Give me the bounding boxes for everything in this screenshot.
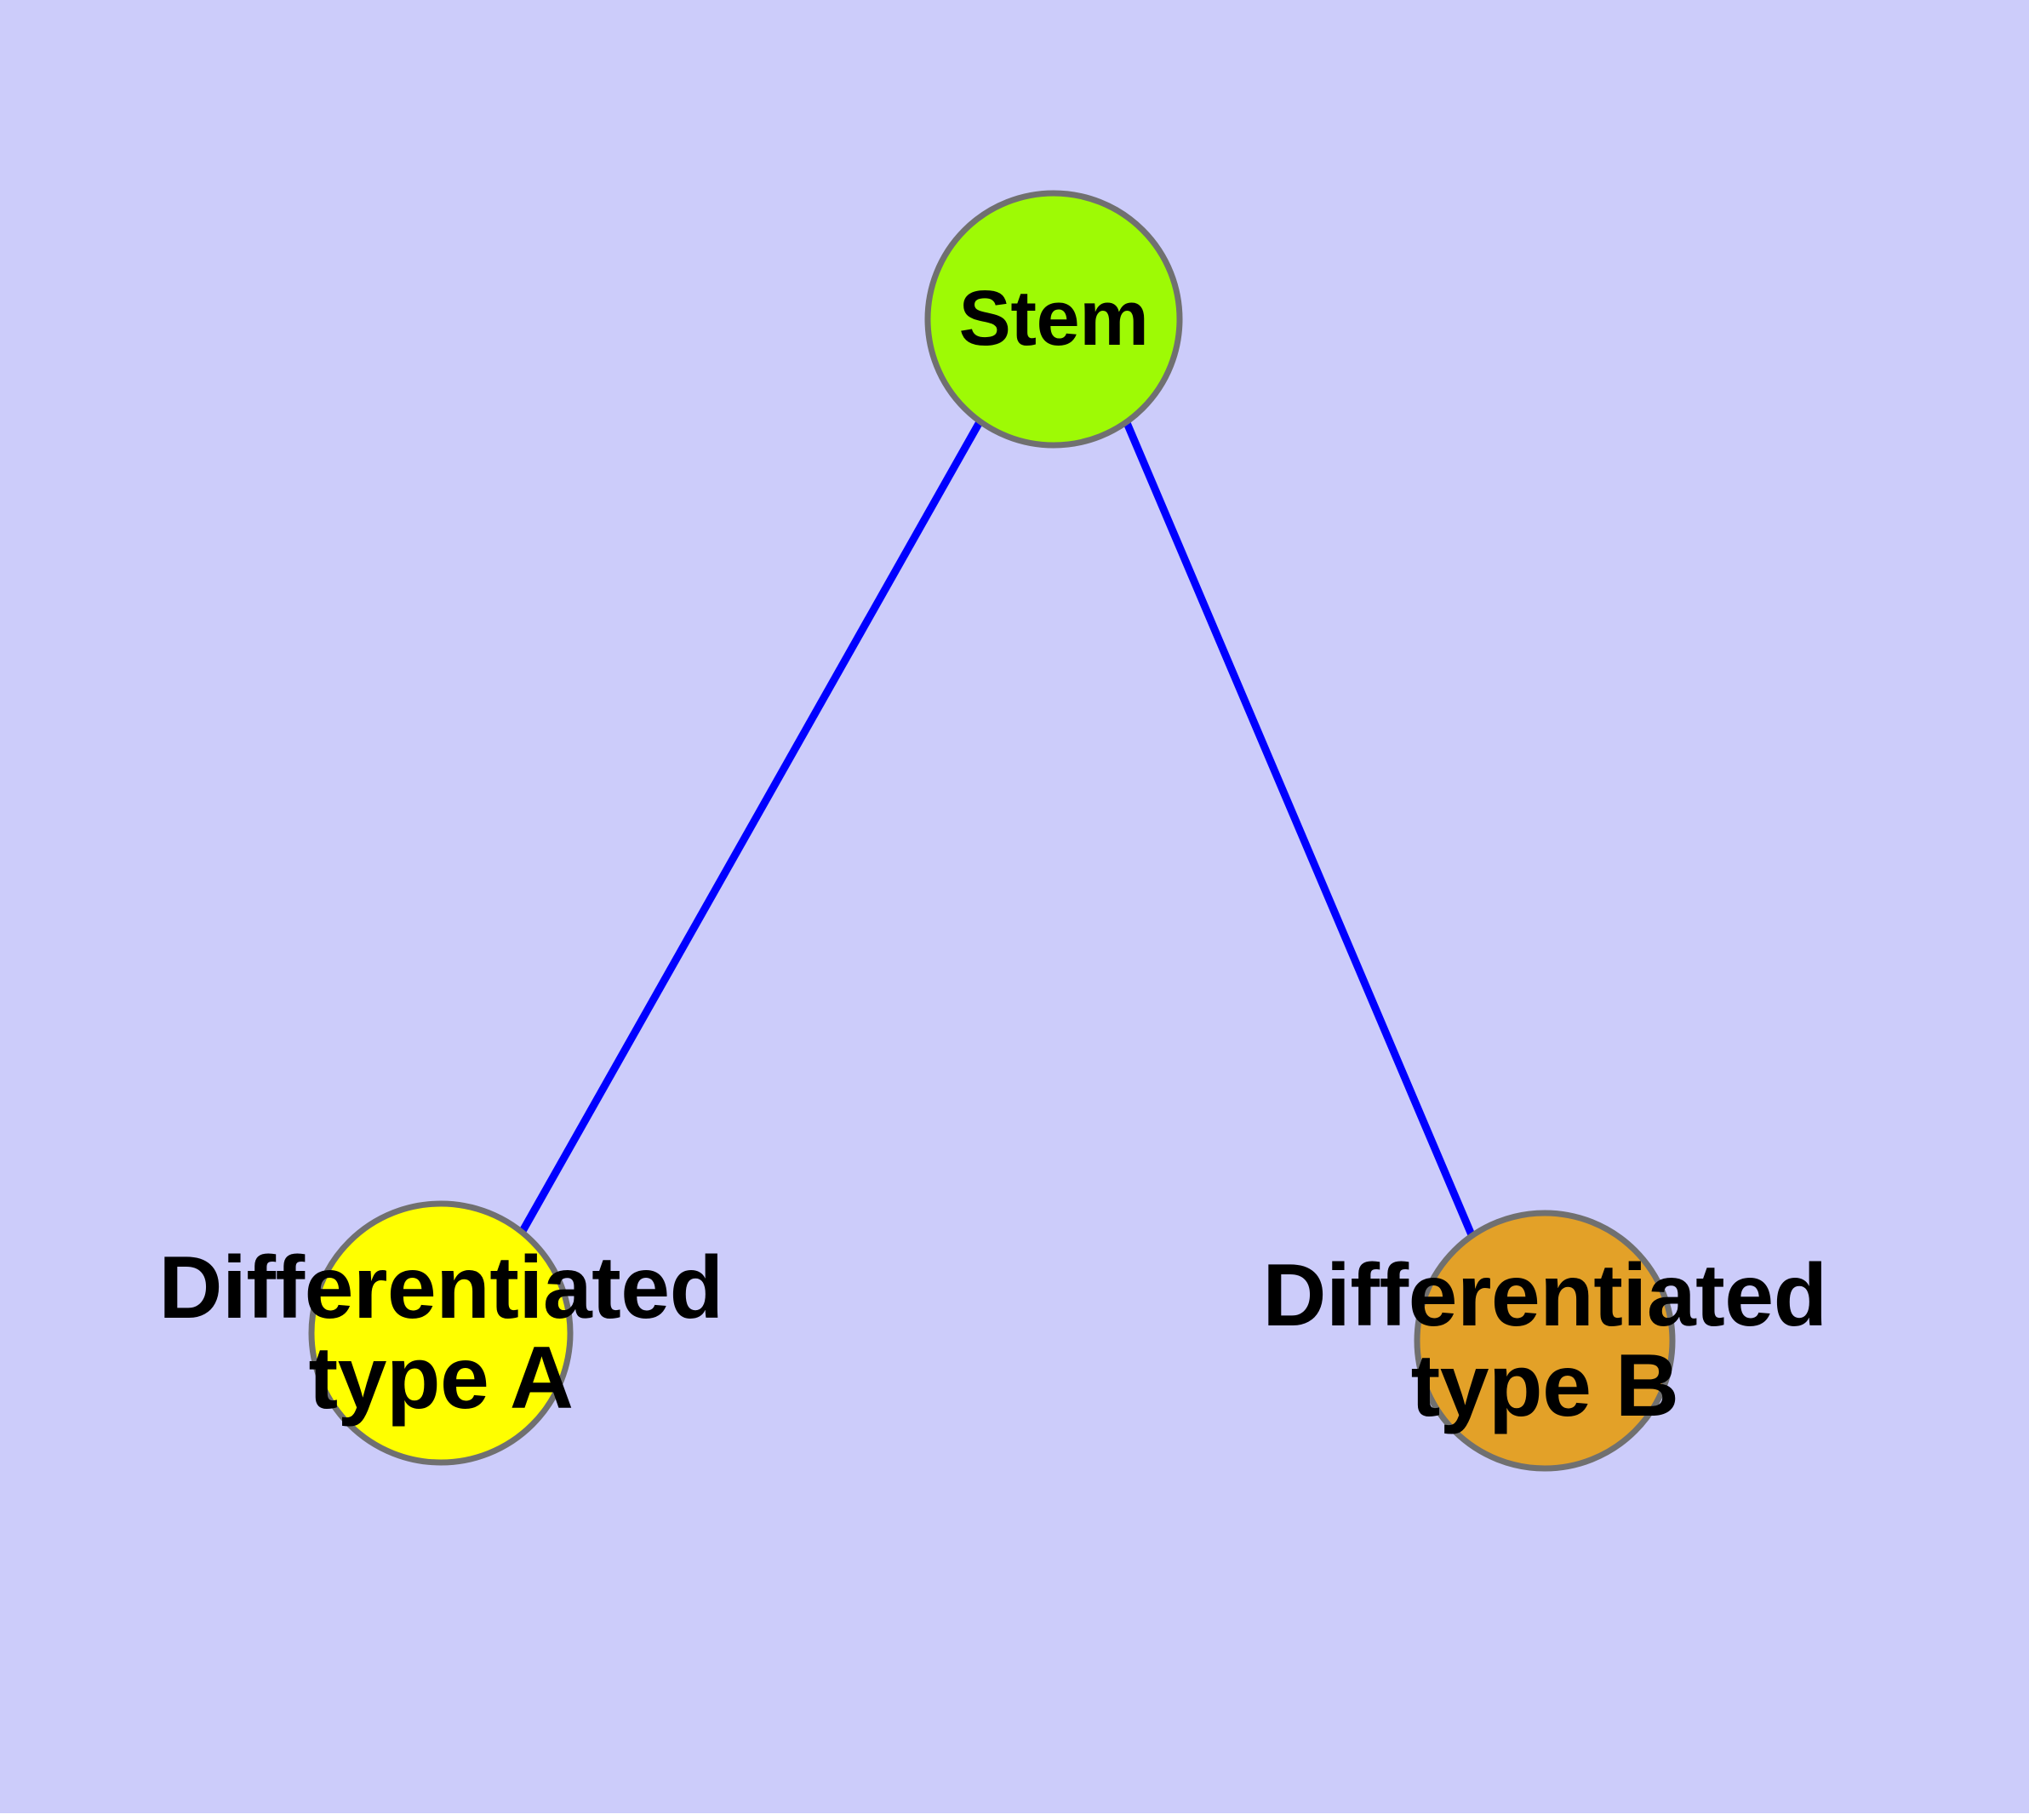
node-differentiated-type-b[interactable] <box>1414 1210 1676 1472</box>
edge-stem-to-differentiated-type-a[interactable] <box>518 418 984 1235</box>
node-differentiated-type-a[interactable] <box>308 1200 574 1466</box>
edge-layer <box>518 417 1477 1239</box>
node-stem[interactable] <box>924 190 1183 449</box>
edge-stem-to-differentiated-type-b[interactable] <box>1121 417 1477 1239</box>
node-layer <box>308 190 1676 1472</box>
